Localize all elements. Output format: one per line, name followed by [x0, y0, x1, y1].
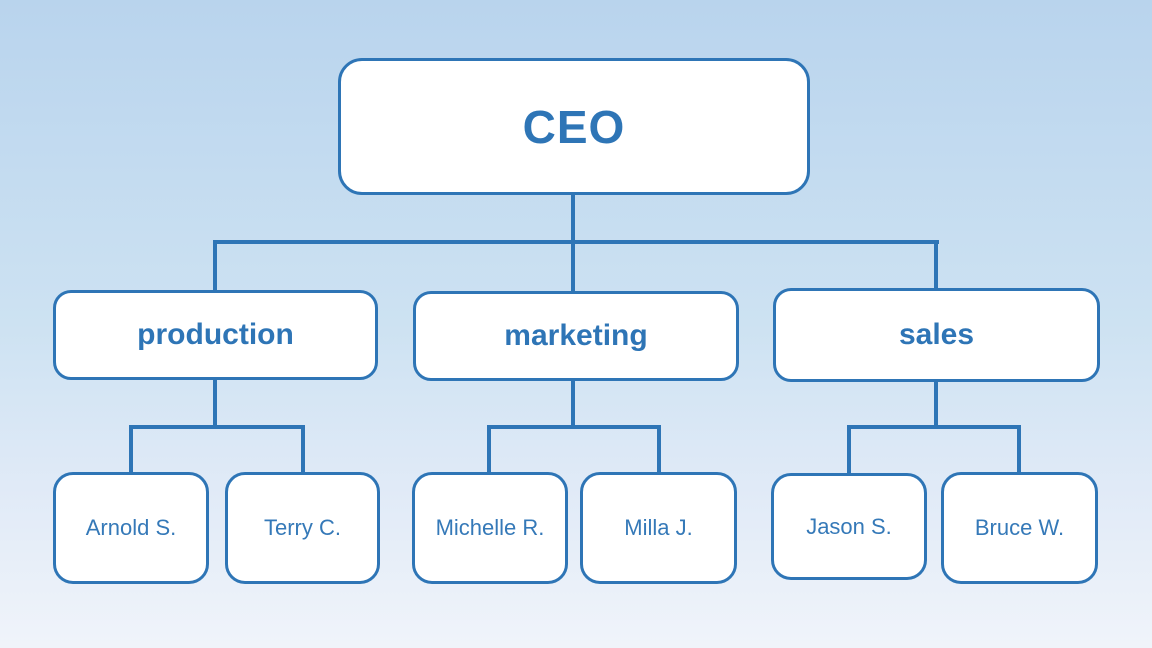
node-milla: Milla J. [580, 472, 737, 584]
connector-drop-michelle [487, 425, 491, 474]
connector-marketing-stem [571, 380, 575, 427]
connector-drop-production [213, 240, 217, 292]
connector-drop-marketing [571, 240, 575, 293]
connector-production-horizontal [129, 425, 305, 429]
node-jason: Jason S. [771, 473, 927, 580]
connector-level1-horizontal [213, 240, 939, 244]
node-arnold-label: Arnold S. [85, 515, 177, 540]
node-production: production [53, 290, 378, 380]
connector-drop-terry [301, 425, 305, 474]
node-sales-label: sales [898, 318, 975, 351]
connector-marketing-horizontal [487, 425, 661, 429]
node-bruce: Bruce W. [941, 472, 1098, 584]
node-ceo: CEO [338, 58, 810, 195]
node-michelle: Michelle R. [412, 472, 568, 584]
node-arnold: Arnold S. [53, 472, 209, 584]
node-marketing: marketing [413, 291, 739, 381]
node-production-label: production [137, 318, 294, 351]
node-terry-label: Terry C. [264, 515, 341, 540]
connector-drop-jason [847, 425, 851, 474]
node-ceo-label: CEO [522, 100, 626, 153]
node-sales: sales [773, 288, 1100, 382]
node-jason-label: Jason S. [806, 513, 892, 539]
node-michelle-label: Michelle R. [435, 515, 545, 540]
node-milla-label: Milla J. [624, 515, 693, 540]
connector-drop-bruce [1017, 425, 1021, 474]
connector-sales-stem [934, 381, 938, 427]
connector-production-stem [213, 379, 217, 427]
node-terry: Terry C. [225, 472, 380, 584]
connector-ceo-stem [571, 194, 575, 242]
connector-sales-horizontal [847, 425, 1021, 429]
node-bruce-label: Bruce W. [974, 515, 1065, 540]
connector-drop-arnold [129, 425, 133, 474]
node-marketing-label: marketing [504, 319, 648, 352]
connector-drop-sales [934, 240, 938, 290]
connector-drop-milla [657, 425, 661, 474]
